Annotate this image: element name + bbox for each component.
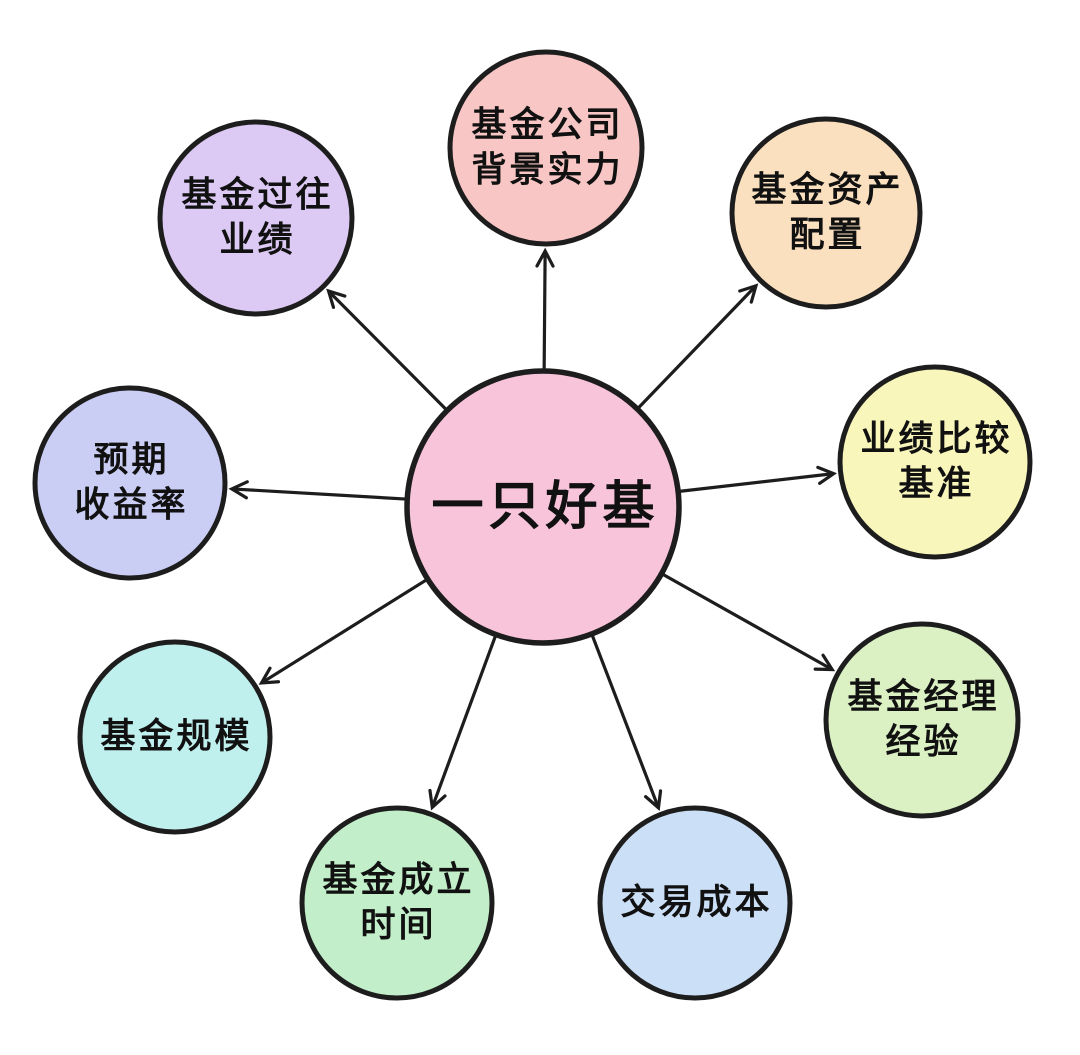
- center-node-label-good-fund: 一只好基: [431, 477, 659, 537]
- node-circle-performance-benchmark: [837, 364, 1033, 560]
- node-label-performance-benchmark: 业绩比较基准: [860, 420, 1012, 505]
- edge-to-expected-return-rate: [228, 480, 409, 501]
- edge-to-fund-asset-allocation: [635, 283, 759, 411]
- node-label-fund-size: 基金规模: [100, 716, 252, 757]
- node-label-fund-past-performance: 基金过往业绩: [181, 175, 333, 261]
- node-label-fund-manager-experience: 基金经理经验: [847, 677, 999, 763]
- node-label-fund-establishment-time: 基金成立时间: [322, 860, 474, 946]
- node-circle-fund-size: [77, 639, 273, 835]
- node-label-fund-asset-allocation: 基金资产配置: [751, 170, 903, 256]
- node-expected-return-rate: 预期收益率: [32, 385, 228, 581]
- node-label-fund-company-strength: 基金公司背景实力: [471, 105, 623, 191]
- node-circle-fund-establishment-time: [299, 805, 495, 1001]
- edge-to-fund-size: [258, 577, 430, 685]
- edge-to-fund-manager-experience: [659, 571, 836, 672]
- edge-to-fund-past-performance: [326, 288, 450, 413]
- node-circle-expected-return-rate: [32, 385, 228, 581]
- node-fund-asset-allocation: 基金资产配置: [729, 116, 923, 310]
- node-circle-fund-manager-experience: [823, 621, 1021, 819]
- node-fund-establishment-time: 基金成立时间: [299, 805, 495, 1001]
- edges-layer: [228, 247, 838, 811]
- node-transaction-cost: 交易成本: [597, 805, 793, 1001]
- node-circle-fund-asset-allocation: [729, 116, 923, 310]
- node-fund-manager-experience: 基金经理经验: [823, 621, 1021, 819]
- node-label-transaction-cost: 交易成本: [620, 882, 772, 923]
- node-fund-past-performance: 基金过往业绩: [157, 119, 355, 317]
- node-circle-fund-past-performance: [157, 119, 355, 317]
- node-circle-fund-company-strength: [447, 49, 645, 247]
- node-fund-size: 基金规模: [77, 639, 273, 835]
- node-circle-transaction-cost: [597, 805, 793, 1001]
- center-node-circle-good-fund: [404, 368, 682, 646]
- edge-to-fund-establishment-time: [428, 633, 498, 811]
- node-label-expected-return-rate: 预期收益率: [74, 441, 188, 526]
- edge-to-transaction-cost: [589, 632, 663, 811]
- center-node-good-fund: 一只好基: [404, 368, 682, 646]
- node-performance-benchmark: 业绩比较基准: [837, 364, 1033, 560]
- edge-to-fund-company-strength: [535, 247, 555, 373]
- edge-to-performance-benchmark: [676, 465, 838, 494]
- node-fund-company-strength: 基金公司背景实力: [447, 49, 645, 247]
